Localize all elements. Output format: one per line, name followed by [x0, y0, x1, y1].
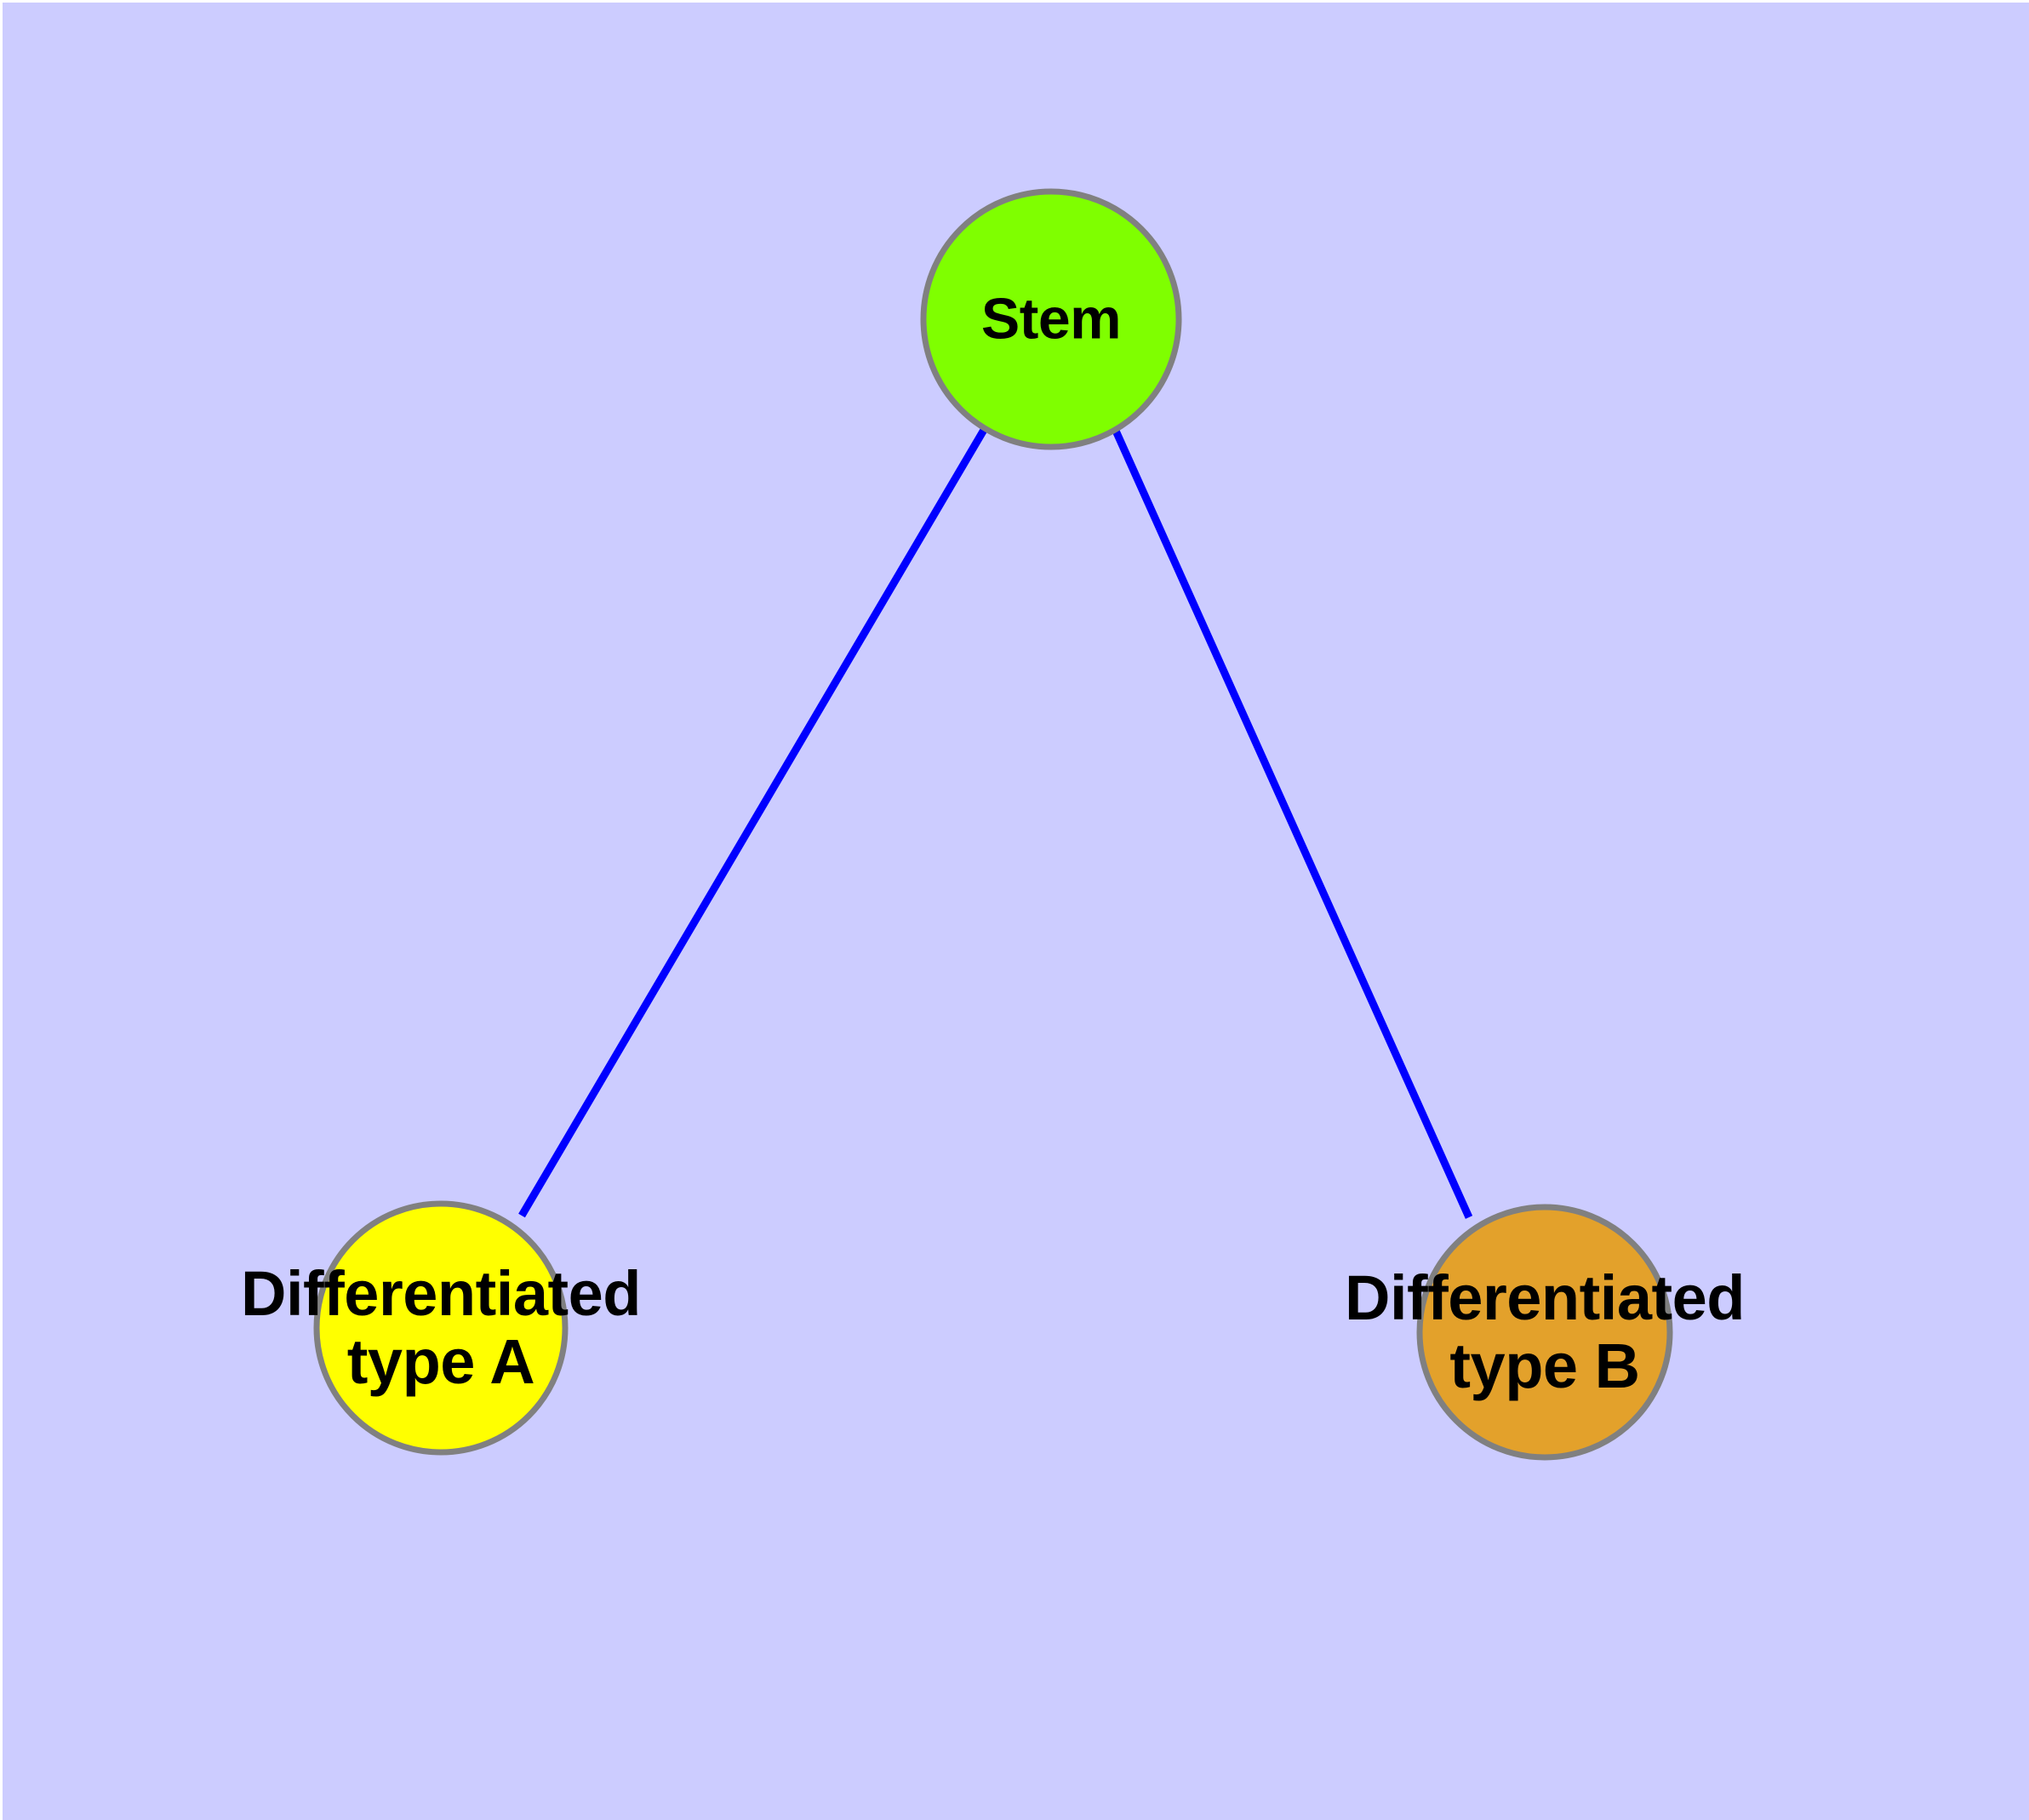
- nodes-group: [313, 188, 1673, 1461]
- edge-stem-to-differentiated-b[interactable]: [1112, 429, 1473, 1219]
- node-stem[interactable]: [920, 188, 1182, 450]
- node-differentiated-type-b[interactable]: [1416, 1204, 1673, 1461]
- node-differentiated-type-a[interactable]: [313, 1200, 569, 1456]
- edges-group: [518, 427, 1473, 1219]
- edge-stem-to-differentiated-a[interactable]: [518, 427, 987, 1218]
